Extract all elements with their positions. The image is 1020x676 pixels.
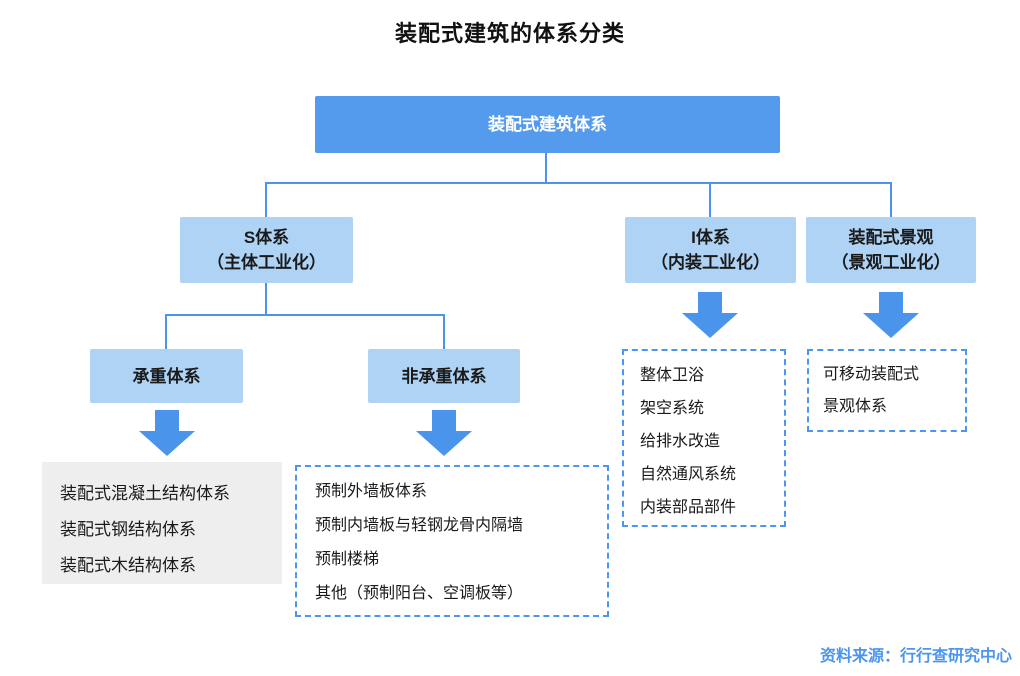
list-item: 架空系统 [640,400,705,417]
connector-root-drop [545,153,547,183]
leaf-box-i-system: 整体卫浴 架空系统 给排水改造 自然通风系统 内装部品部件 [622,349,786,527]
list-item: 内装部品部件 [640,499,737,516]
connector-drop-i [709,184,711,217]
connector-drop-non-load-bearing [443,316,445,349]
arrow-head [682,313,738,338]
arrow-stem [879,292,903,313]
connector-drop-s [265,184,267,217]
down-arrow-icon [416,410,472,456]
down-arrow-icon [682,292,738,338]
node-landscape-line1: 装配式景观 [848,228,934,247]
connector-s-drop [265,283,267,316]
node-s-system-line2: （主体工业化） [207,253,326,272]
connector-level2-horizontal [165,314,445,316]
connector-level1-horizontal [265,182,892,184]
arrow-head [863,313,919,338]
node-s-system: S体系 （主体工业化） [180,217,353,283]
node-s-system-line1: S体系 [243,228,290,247]
node-non-load-bearing-label: 非承重体系 [401,366,487,386]
list-item: 装配式混凝土结构体系 [60,484,230,503]
node-root-label: 装配式建筑体系 [488,115,607,134]
list-item: 预制楼梯 [315,551,380,568]
list-item: 给排水改造 [640,433,721,450]
list-item: 整体卫浴 [640,367,705,384]
node-landscape-line2: （景观工业化） [831,253,951,272]
leaf-box-landscape: 可移动装配式 景观体系 [807,349,967,432]
node-non-load-bearing: 非承重体系 [368,349,520,403]
leaf-box-non-load-bearing: 预制外墙板体系 预制内墙板与轻钢龙骨内隔墙 预制楼梯 其他（预制阳台、空调板等） [295,465,609,617]
leaf-box-load-bearing: 装配式混凝土结构体系 装配式钢结构体系 装配式木结构体系 [42,462,282,584]
list-item: 预制内墙板与轻钢龙骨内隔墙 [315,517,524,534]
node-root: 装配式建筑体系 [315,96,780,153]
arrow-stem [698,292,722,313]
connector-drop-landscape [890,184,892,217]
list-item: 其他（预制阳台、空调板等） [315,585,524,602]
list-item: 景观体系 [823,398,888,415]
arrow-head [416,431,472,456]
node-i-system-line1: I体系 [691,228,730,247]
down-arrow-icon [863,292,919,338]
arrow-head [139,431,195,456]
list-item: 装配式木结构体系 [60,556,196,575]
connector-drop-load-bearing [165,316,167,349]
arrow-stem [155,410,179,431]
list-item: 预制外墙板体系 [315,483,428,500]
down-arrow-icon [139,410,195,456]
node-i-system: I体系 （内装工业化） [625,217,796,283]
list-item: 自然通风系统 [640,466,737,483]
page-title: 装配式建筑的体系分类 [394,21,625,46]
node-landscape: 装配式景观 （景观工业化） [806,217,976,283]
arrow-stem [432,410,456,431]
node-i-system-line2: （内装工业化） [651,253,770,272]
list-item: 装配式钢结构体系 [60,520,196,539]
node-load-bearing-label: 承重体系 [132,366,201,386]
node-load-bearing: 承重体系 [90,349,243,403]
source-credit: 资料来源：行行查研究中心 [819,648,1012,665]
list-item: 可移动装配式 [823,366,920,383]
